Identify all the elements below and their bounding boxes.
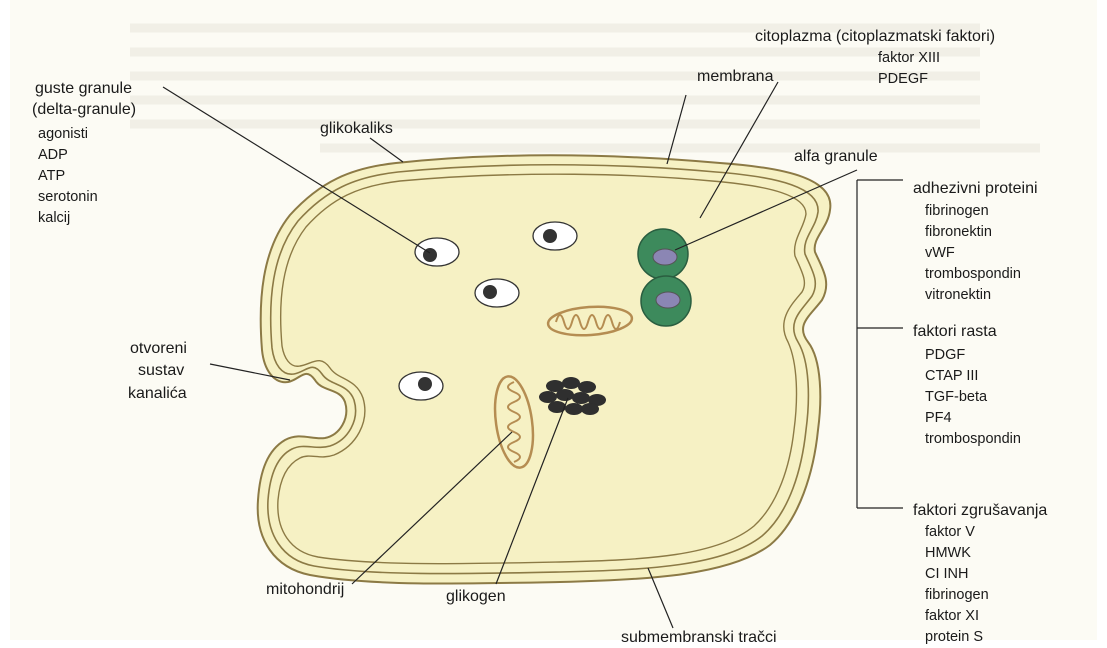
list-adhezivni: fibrinogen fibronektin vWF trombospondin…: [925, 201, 1021, 306]
list-item: vWF: [925, 243, 1021, 264]
list-item: kalcij: [38, 208, 98, 229]
list-item: faktor XI: [925, 606, 989, 627]
list-item: fibrinogen: [925, 201, 1021, 222]
list-faktori-zgrusavanja: faktor V HMWK CI INH fibrinogen faktor X…: [925, 522, 989, 648]
label-guste-granule: guste granule: [35, 78, 132, 99]
label-citoplazma: citoplazma (citoplazmatski faktori): [755, 26, 995, 47]
list-item: HMWK: [925, 543, 989, 564]
label-alfa-granule: alfa granule: [794, 146, 878, 167]
list-citoplazma: faktor XIII PDEGF: [878, 48, 940, 90]
label-otvoreni: otvoreni: [130, 338, 187, 359]
list-faktori-rasta: PDGF CTAP III TGF-beta PF4 trombospondin: [925, 345, 1021, 450]
list-item: PDEGF: [878, 69, 940, 90]
list-item: trombospondin: [925, 429, 1021, 450]
list-item: ATP: [38, 166, 98, 187]
label-glikogen: glikogen: [446, 586, 506, 607]
label-adhezivni: adhezivni proteini: [913, 178, 1038, 199]
label-kanalica: kanalića: [128, 383, 187, 404]
list-item: CI INH: [925, 564, 989, 585]
label-submembranski: submembranski tračci: [621, 627, 777, 648]
label-delta-granule: (delta-granule): [32, 99, 136, 120]
label-faktori-rasta: faktori rasta: [913, 321, 997, 342]
list-guste-granule: agonisti ADP ATP serotonin kalcij: [38, 124, 98, 229]
list-item: agonisti: [38, 124, 98, 145]
label-faktori-zgrusavanja: faktori zgrušavanja: [913, 500, 1047, 521]
list-item: ADP: [38, 145, 98, 166]
list-item: trombospondin: [925, 264, 1021, 285]
list-item: faktor V: [925, 522, 989, 543]
list-item: serotonin: [38, 187, 98, 208]
list-item: PDGF: [925, 345, 1021, 366]
list-item: fibronektin: [925, 222, 1021, 243]
label-sustav: sustav: [138, 360, 184, 381]
list-item: CTAP III: [925, 366, 1021, 387]
list-item: vitronektin: [925, 285, 1021, 306]
list-item: fibrinogen: [925, 585, 989, 606]
list-item: protein S: [925, 627, 989, 648]
list-item: faktor XIII: [878, 48, 940, 69]
label-mitohondrij: mitohondrij: [266, 579, 344, 600]
label-membrana: membrana: [697, 66, 773, 87]
list-item: PF4: [925, 408, 1021, 429]
list-item: TGF-beta: [925, 387, 1021, 408]
label-glikokaliks: glikokaliks: [320, 118, 393, 139]
